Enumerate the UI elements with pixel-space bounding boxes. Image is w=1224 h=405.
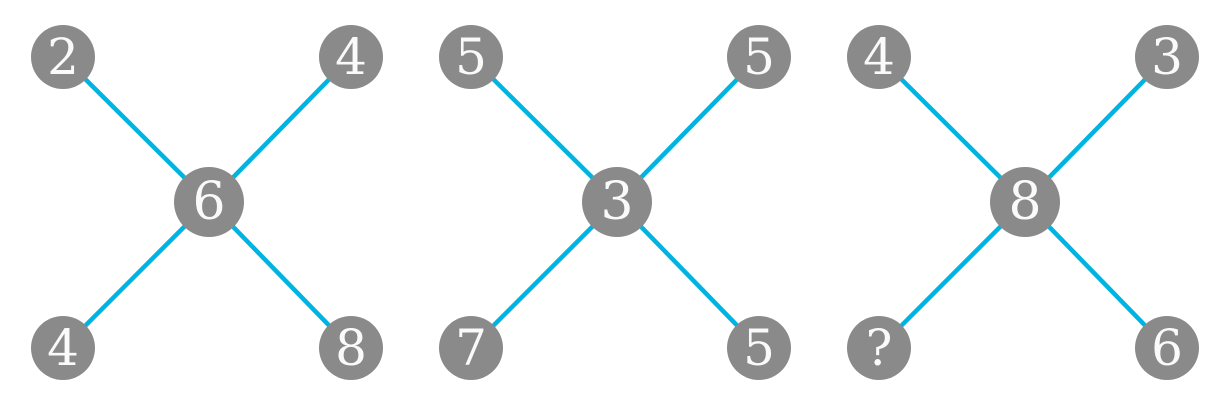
node-bottom-right: 5 [727,316,791,380]
node-top-left: 2 [31,25,95,89]
puzzle-figure-1: 2 4 6 4 8 [0,0,408,405]
node-top-left: 4 [847,25,911,89]
node-bottom-left: 7 [439,316,503,380]
node-top-right: 3 [1135,25,1199,89]
puzzle-figure-3: 4 3 8 ? 6 [816,0,1224,405]
node-center: 8 [990,167,1060,237]
node-top-left: 5 [439,25,503,89]
node-center: 3 [582,167,652,237]
node-center: 6 [174,167,244,237]
node-bottom-right: 8 [319,316,383,380]
node-top-right: 4 [319,25,383,89]
node-bottom-left: 4 [31,316,95,380]
node-top-right: 5 [727,25,791,89]
node-bottom-left: ? [847,316,911,380]
puzzle-figure-2: 5 5 3 7 5 [408,0,816,405]
node-bottom-right: 6 [1135,316,1199,380]
